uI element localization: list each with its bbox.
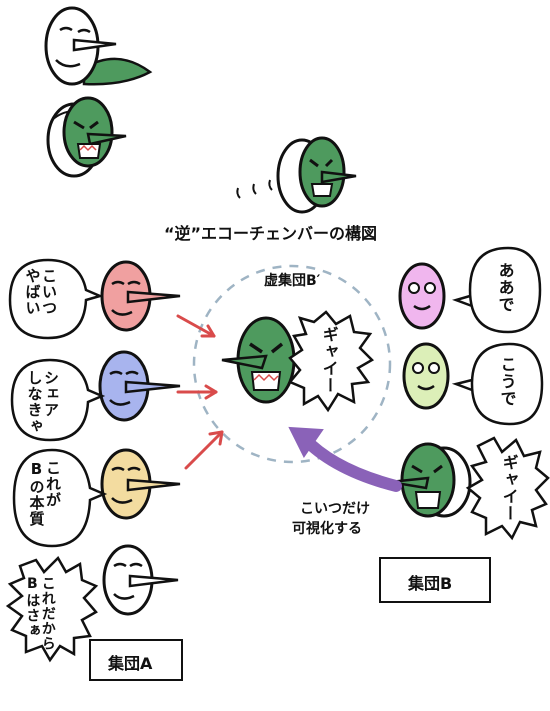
face-b2-icon	[402, 342, 450, 410]
bubble-b3-text: ギャイー	[499, 454, 519, 522]
bubble-a4-spiky	[5, 555, 99, 663]
group-a-label: 集団A	[108, 654, 153, 673]
title-green-face-icon	[236, 136, 357, 214]
bubble-a2-text: シェア しなきゃ	[25, 370, 61, 434]
bubble-a2-shape	[10, 358, 106, 442]
top-white-face-icon	[44, 6, 153, 86]
bubble-a3-shape	[12, 448, 108, 548]
face-b1-icon	[398, 262, 446, 330]
bubble-b1-shape	[452, 246, 542, 334]
arrow-caption-line2: 可視化する	[292, 521, 362, 537]
face-a1-icon	[100, 260, 181, 332]
virtual-group-circle	[192, 264, 392, 464]
purple-arrow-icon	[288, 426, 402, 492]
bubble-a3-text: これが Bの本質	[27, 460, 63, 527]
bubble-a1-shape	[8, 258, 104, 340]
bubble-a4-text: これだから Bはさぁ	[24, 576, 56, 651]
face-b3-green-icon	[389, 442, 472, 518]
face-a4-icon	[102, 544, 179, 616]
bubble-b1-text: ああで	[495, 262, 515, 313]
red-arrows	[176, 314, 224, 470]
face-a2-icon	[98, 350, 181, 422]
virtual-group-label: 虚集団B′	[264, 273, 321, 289]
bubble-a1-text: こいつ やばい	[23, 268, 59, 316]
top-green-mask-face-icon	[46, 96, 127, 178]
bubble-b2-shape	[451, 342, 544, 426]
group-b-box	[379, 557, 491, 603]
face-a3-icon	[100, 448, 181, 520]
arrow-caption-line1: こいつだけ	[300, 501, 370, 517]
group-a-box	[89, 639, 183, 681]
center-green-face-icon	[221, 316, 296, 404]
bubble-b3-spiky	[465, 436, 550, 541]
center-spiky-bubble	[287, 310, 375, 413]
group-b-label: 集団B	[408, 574, 453, 593]
bubble-b2-text: こうで	[497, 356, 517, 407]
page-title: “逆”エコーチェンバーの構図	[164, 224, 378, 243]
center-bubble-text: ギャイー	[319, 326, 339, 394]
